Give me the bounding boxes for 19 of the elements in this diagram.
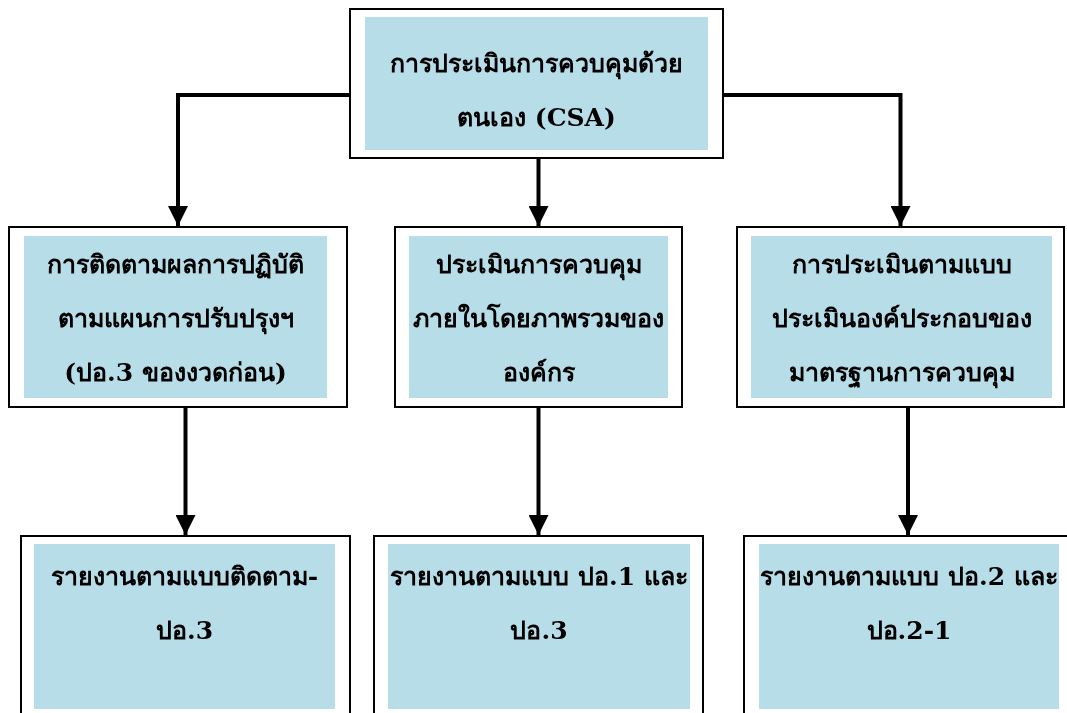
arrow [175,408,196,535]
box-text: การประเมินการควบคุมด้วยตนเอง (CSA) [389,48,684,134]
box-text: การประเมินตามแบบประเมินองค์ประกอบของมาตรฐานการควบคุม [770,249,1033,391]
box-text: รายงานตามแบบติดตาม-ปอ.3 [49,561,320,647]
process-box [736,226,1065,408]
arrow [528,408,549,535]
process-box [394,226,683,408]
box-text: รายงานตามแบบ ปอ.2 และ ปอ.2-1 [759,561,1059,647]
arrow [724,93,911,226]
process-box [349,8,724,159]
process-box [8,226,348,408]
box-text: การติดตามผลการปฏิบัติตามแผนการปรับปรุงฯ (ปอ.3 ของงวดก่อน) [46,249,305,389]
process-box [373,535,704,713]
box-text: รายงานตามแบบ ปอ.1 และ ปอ.3 [389,561,689,647]
arrow [168,93,349,226]
process-box [20,535,351,713]
arrow [898,408,918,535]
box-text: ประเมินการควบคุมภายในโดยภาพรวมขององค์กร [412,249,665,389]
arrow [528,159,549,226]
